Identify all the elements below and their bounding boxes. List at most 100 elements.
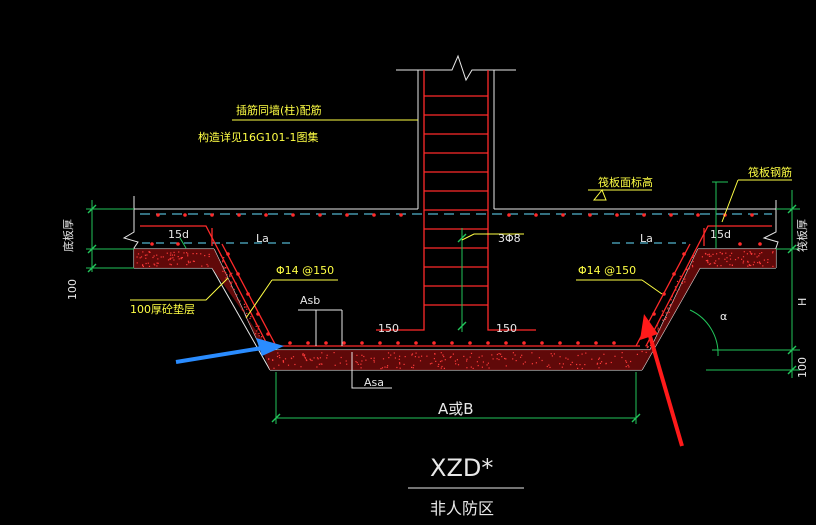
concrete-speck: [443, 356, 445, 358]
concrete-speck: [669, 305, 671, 307]
concrete-speck: [610, 361, 612, 364]
rebar-dot: [758, 242, 762, 246]
concrete-speck: [178, 258, 180, 260]
concrete-speck: [576, 363, 578, 366]
blue-arrow-head: [256, 338, 284, 356]
concrete-speck: [621, 352, 623, 354]
dim-150-right-label: 150: [496, 322, 517, 335]
leader-asa: [351, 352, 392, 389]
concrete-speck: [196, 253, 198, 255]
concrete-speck: [758, 261, 761, 263]
concrete-speck: [258, 332, 260, 334]
rebar-dot: [522, 341, 526, 345]
concrete-speck: [492, 358, 494, 360]
concrete-speck: [173, 254, 176, 256]
concrete-speck: [716, 265, 718, 267]
concrete-speck: [505, 358, 507, 360]
concrete-speck: [411, 353, 414, 355]
dimension-tick: [457, 321, 467, 331]
concrete-speck: [373, 357, 375, 359]
concrete-speck: [140, 256, 143, 258]
asa-label: Asa: [364, 376, 384, 389]
concrete-speck: [749, 251, 751, 253]
concrete-speck: [729, 264, 731, 266]
concrete-speck: [450, 356, 452, 358]
leader-slope-right: [576, 279, 663, 295]
concrete-speck: [137, 253, 140, 255]
detail-note: 构造详见16G101-1图集: [198, 130, 318, 144]
concrete-speck: [748, 264, 750, 266]
concrete-speck: [743, 251, 745, 253]
concrete-speck: [720, 265, 722, 267]
dimension-tick: [271, 413, 281, 423]
concrete-speck: [742, 260, 745, 262]
rebar-dot: [750, 213, 754, 217]
drawing-title: XZD*: [430, 454, 493, 482]
concrete-speck: [183, 252, 185, 254]
rebar-dot: [534, 213, 538, 217]
concrete-speck: [433, 358, 435, 360]
concrete-speck: [477, 365, 479, 367]
top-rebar-right: [645, 225, 772, 347]
concrete-speck: [241, 309, 243, 311]
concrete-speck: [186, 252, 188, 254]
concrete-speck: [753, 261, 755, 263]
rebar-dot: [246, 292, 250, 296]
concrete-speck: [605, 363, 607, 365]
concrete-speck: [193, 260, 195, 262]
concrete-speck: [411, 354, 413, 356]
concrete-speck: [181, 257, 183, 259]
concrete-speck: [399, 363, 401, 365]
concrete-speck: [145, 257, 147, 259]
concrete-speck: [763, 259, 765, 261]
concrete-speck: [601, 361, 603, 363]
concrete-speck: [256, 330, 258, 332]
concrete-speck: [559, 356, 561, 358]
concrete-speck: [466, 358, 468, 360]
concrete-speck: [486, 364, 488, 366]
concrete-speck: [189, 261, 191, 263]
cushion-right: [642, 249, 776, 370]
rebar-dot: [432, 341, 436, 345]
concrete-speck: [144, 254, 146, 256]
concrete-speck: [670, 304, 672, 306]
concrete-speck: [437, 365, 439, 367]
concrete-speck: [676, 280, 679, 282]
slab-rebar-label: 筏板钢筋: [748, 165, 792, 179]
concrete-speck: [757, 262, 759, 264]
cushion-label: 100厚砼垫层: [130, 302, 195, 316]
rebar-dot: [156, 213, 160, 217]
rebar-dot: [399, 213, 403, 217]
concrete-speck: [326, 357, 328, 359]
concrete-speck: [754, 253, 756, 255]
dimension-tick: [457, 233, 467, 243]
concrete-speck: [258, 325, 260, 327]
alpha-arc: [689, 309, 719, 357]
concrete-speck: [599, 362, 601, 364]
concrete-speck: [388, 357, 390, 359]
concrete-speck: [153, 263, 155, 265]
concrete-speck: [230, 286, 232, 288]
concrete-speck: [147, 262, 149, 264]
concrete-speck: [704, 252, 707, 255]
concrete-speck: [500, 353, 502, 355]
top-rebar-left: [140, 225, 269, 347]
concrete-speck: [521, 354, 523, 356]
concrete-speck: [491, 354, 493, 356]
concrete-speck: [716, 253, 718, 255]
concrete-speck: [148, 265, 151, 267]
concrete-speck: [701, 256, 703, 258]
rebar-dot: [540, 341, 544, 345]
concrete-speck: [319, 357, 321, 359]
concrete-speck: [614, 355, 616, 357]
concrete-speck: [431, 362, 433, 364]
concrete-speck: [224, 271, 226, 273]
concrete-speck: [167, 259, 170, 261]
slab-thickness-left-label: 底板厚: [61, 219, 75, 252]
concrete-speck: [156, 265, 158, 267]
concrete-speck: [382, 358, 385, 360]
concrete-speck: [222, 261, 224, 263]
concrete-speck: [466, 360, 468, 362]
concrete-speck: [186, 264, 188, 266]
